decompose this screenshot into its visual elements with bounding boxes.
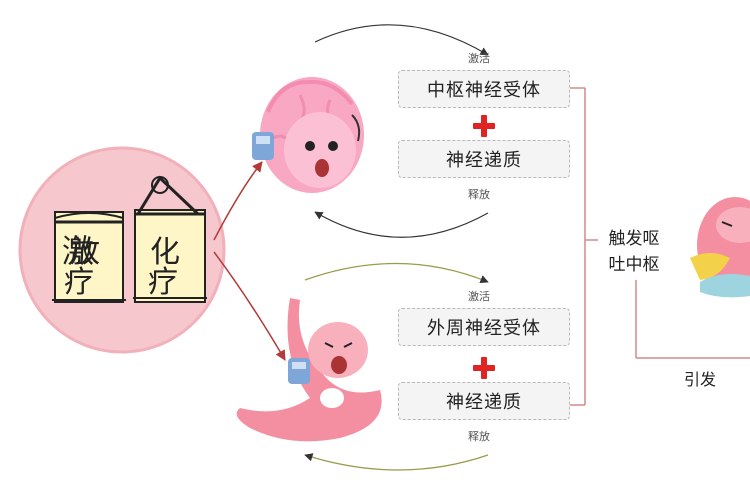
brain-character-icon bbox=[252, 77, 364, 193]
vomit-character-icon bbox=[690, 197, 750, 298]
bracket-lines bbox=[570, 87, 750, 406]
lower-top-curve bbox=[304, 262, 489, 284]
pill-char-5: 疗 bbox=[148, 265, 178, 300]
vomiting-center-label: 触发呕 吐中枢 bbox=[608, 229, 660, 275]
upper-top-curve bbox=[314, 24, 489, 56]
central-receptor-box: 中枢神经受体 bbox=[398, 70, 570, 108]
upper-transmitter-box: 神经递质 bbox=[398, 140, 570, 178]
stomach-character-icon bbox=[236, 298, 382, 442]
lower-bottom-curve bbox=[304, 453, 489, 471]
arrow-to-brain bbox=[213, 161, 263, 241]
radio-pill-icon bbox=[133, 175, 207, 303]
upper-activate-label: 激活 bbox=[468, 52, 490, 65]
lower-transmitter-box: 神经递质 bbox=[398, 382, 570, 420]
pill-char-2: 放 bbox=[70, 235, 100, 270]
trigger-label: 引发 bbox=[684, 370, 717, 389]
treatment-circle: 激 放 疗 化 疗 bbox=[18, 146, 226, 354]
pill-char-4: 化 bbox=[150, 235, 180, 270]
pill-char-3: 疗 bbox=[64, 265, 94, 300]
upper-release-label: 释放 bbox=[468, 188, 490, 201]
plus-icon bbox=[473, 357, 495, 379]
plus-icon bbox=[473, 115, 495, 137]
peripheral-receptor-box: 外周神经受体 bbox=[398, 308, 570, 346]
chemo-pill-icon bbox=[52, 211, 126, 303]
arrow-to-stomach bbox=[213, 251, 286, 361]
lower-release-label: 释放 bbox=[468, 430, 490, 443]
upper-bottom-curve bbox=[314, 211, 489, 238]
pill-char-1: 激 bbox=[62, 232, 94, 270]
lower-activate-label: 激活 bbox=[468, 290, 490, 303]
